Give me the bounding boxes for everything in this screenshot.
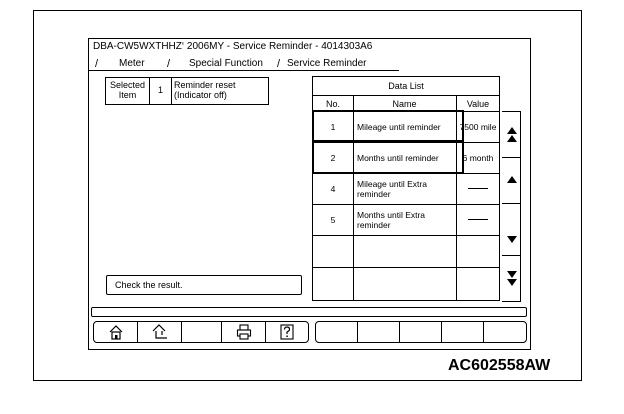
up-icon	[506, 176, 517, 183]
page-down-icon	[506, 270, 517, 286]
tab-meter[interactable]: Meter	[119, 58, 145, 69]
highlight-row-2	[312, 140, 464, 174]
row-2-value: 6 month	[462, 152, 494, 163]
empty-value-dash	[468, 219, 488, 220]
function-key-5[interactable]	[484, 322, 526, 342]
selected-item-number: 1	[150, 78, 172, 104]
scroll-down-button[interactable]	[502, 203, 521, 255]
row-3-name: Mileage until Extra reminder	[357, 178, 427, 199]
row-1-no: 1	[330, 122, 336, 132]
function-key-3[interactable]	[400, 322, 442, 342]
row-4-value	[456, 204, 500, 235]
row-4-no: 5	[330, 214, 336, 225]
status-bar	[91, 307, 527, 317]
function-key-2[interactable]	[358, 322, 400, 342]
function-key-1[interactable]	[316, 322, 358, 342]
row-3-no: 4	[330, 183, 336, 194]
diagnostic-screen: DBA-CW5WXTHHZ‘ 2006MY - Service Reminder…	[88, 38, 531, 350]
row-1-name: Mileage until reminder	[357, 122, 441, 132]
help-button[interactable]	[266, 322, 308, 342]
row-2-no: 2	[330, 152, 336, 163]
figure-code: AC602558AW	[448, 357, 551, 374]
figure-frame	[33, 10, 582, 381]
selected-item-label: Selected Item	[106, 78, 150, 104]
help-icon	[280, 324, 294, 340]
scroll-up-button[interactable]	[502, 157, 521, 203]
row-2-name: Months until reminder	[357, 152, 439, 163]
function-key-group	[315, 321, 527, 343]
page-up-icon	[506, 126, 517, 142]
empty-value-dash	[468, 188, 488, 189]
function-button-group	[93, 321, 309, 343]
scroll-column	[502, 111, 521, 302]
selected-item-box: Selected Item 1 Reminder reset (Indicato…	[105, 77, 269, 105]
page-up-button[interactable]	[502, 112, 521, 157]
row-3-value	[456, 173, 500, 204]
down-icon	[506, 236, 517, 243]
selected-item-description: Reminder reset (Indicator off)	[174, 80, 236, 100]
row-4-name: Months until Extra reminder	[357, 209, 426, 230]
tab-service-reminder[interactable]: Service Reminder	[287, 58, 367, 69]
highlight-row-1	[312, 110, 464, 143]
bottom-toolbar	[91, 321, 527, 343]
tab-special-function[interactable]: Special Function	[189, 58, 263, 69]
print-icon	[236, 324, 251, 340]
result-message: Check the result.	[106, 275, 302, 295]
row-1-value: 7500 mile	[459, 122, 497, 132]
print-button[interactable]	[222, 322, 266, 342]
back-icon	[152, 324, 167, 339]
back-button[interactable]	[138, 322, 182, 342]
data-list-table: Data List No. Name Value 1 Mileage until…	[312, 76, 500, 301]
window-title: DBA-CW5WXTHHZ‘ 2006MY - Service Reminder…	[93, 41, 373, 52]
home-button[interactable]	[94, 322, 138, 342]
data-list-title: Data List	[313, 77, 499, 96]
page-down-button[interactable]	[502, 255, 521, 302]
col-value: Value	[456, 96, 500, 112]
function-key-4[interactable]	[442, 322, 484, 342]
tab-bar: / Meter / Special Function / Service Rem…	[89, 58, 530, 71]
home-icon	[109, 325, 122, 340]
